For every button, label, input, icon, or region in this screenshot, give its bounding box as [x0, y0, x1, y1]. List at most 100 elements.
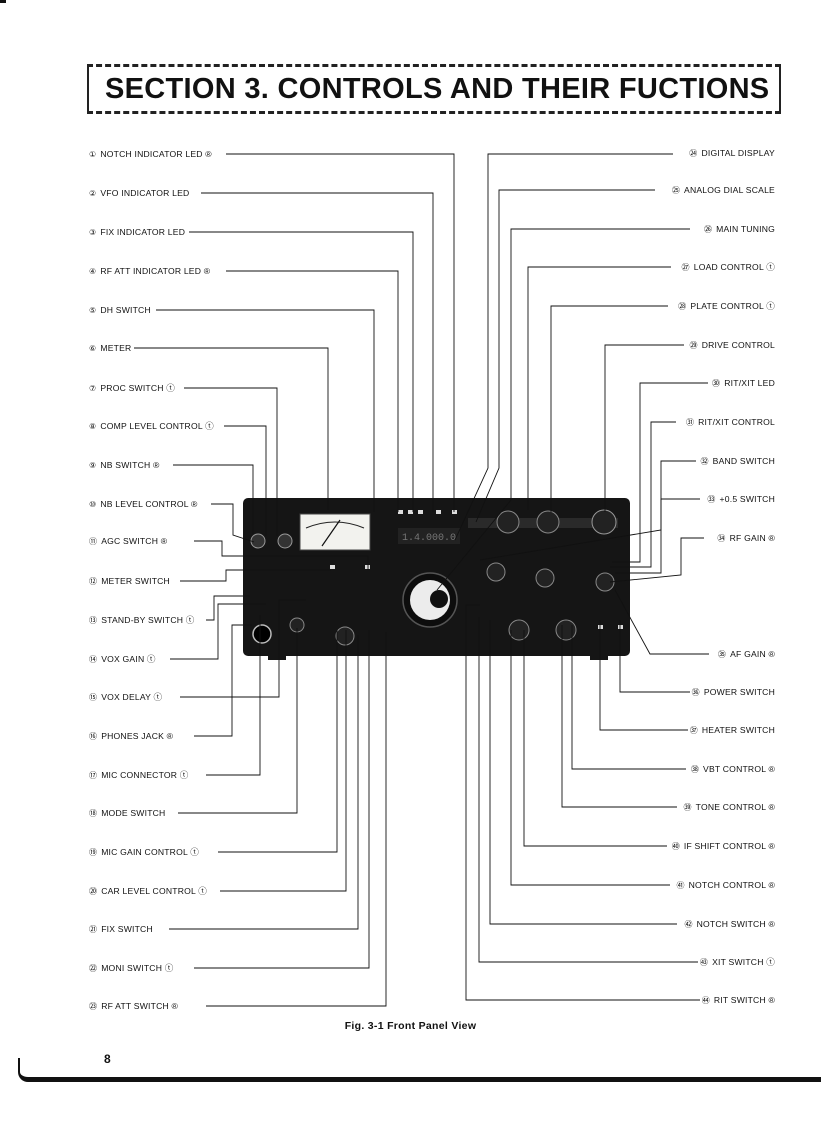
- drive-knob[interactable]: [591, 509, 617, 535]
- leader-line: [211, 503, 255, 543]
- leader-line: [465, 604, 700, 1001]
- mic-gain-knob[interactable]: [335, 626, 355, 646]
- meter-needle: [321, 519, 341, 547]
- leader-line: [510, 630, 670, 886]
- leader-line: [184, 387, 278, 536]
- page-number: 8: [104, 1052, 111, 1066]
- leader-line: [226, 270, 399, 512]
- leader-line: [612, 382, 708, 563]
- leader-line: [454, 153, 673, 541]
- leader-line: [489, 620, 677, 925]
- leader-line: [178, 628, 298, 814]
- left-foot: [268, 654, 286, 660]
- digital-display-digits: 1.4.000.0: [402, 533, 456, 544]
- leader-line: [194, 624, 252, 737]
- leader-line: [550, 305, 668, 512]
- leader-line: [479, 460, 696, 561]
- label-plus-0-5-switch: ㉝+0.5 SWITCH: [705, 494, 777, 505]
- digital-display: [398, 528, 460, 544]
- leader-line: [614, 589, 709, 655]
- switch[interactable]: [408, 510, 413, 514]
- meter: [299, 513, 371, 551]
- right-foot: [590, 654, 608, 660]
- leader-line: [561, 625, 677, 808]
- nb-level-knob[interactable]: [250, 533, 266, 549]
- leader-line: [218, 630, 338, 853]
- leader-lines-right: [436, 153, 709, 1001]
- if-shift-knob[interactable]: [508, 619, 530, 641]
- leader-line: [220, 630, 347, 892]
- switch[interactable]: [598, 625, 603, 629]
- phones-jack[interactable]: [252, 624, 272, 644]
- band-knob[interactable]: [535, 568, 555, 588]
- plate-knob[interactable]: [536, 510, 560, 534]
- switch[interactable]: [618, 625, 623, 629]
- leader-line: [478, 617, 700, 963]
- leader-line: [609, 537, 704, 583]
- switch[interactable]: [365, 565, 370, 569]
- leader-line: [224, 425, 267, 536]
- leader-line: [201, 192, 434, 512]
- leader-line: [599, 620, 688, 731]
- leader-line: [206, 632, 387, 1007]
- leader-line: [206, 615, 261, 776]
- leader-line: [156, 309, 375, 512]
- bottom-rule: [30, 1077, 821, 1082]
- comp-level-knob[interactable]: [277, 533, 293, 549]
- section-header: SECTION 3. CONTROLS AND THEIR FUCTIONS: [87, 64, 781, 114]
- rit-knob[interactable]: [486, 562, 506, 582]
- leader-line: [523, 630, 667, 847]
- vbt-knob[interactable]: [555, 619, 577, 641]
- switch[interactable]: [398, 510, 403, 514]
- load-knob[interactable]: [496, 510, 520, 534]
- switch[interactable]: [452, 510, 457, 514]
- switch[interactable]: [330, 565, 335, 569]
- leader-line: [610, 421, 676, 568]
- leader-line: [180, 569, 331, 582]
- leader-line: [169, 635, 359, 930]
- leader-line: [226, 153, 455, 512]
- leader-line: [173, 464, 254, 534]
- switch[interactable]: [436, 510, 441, 514]
- leader-line: [615, 498, 700, 574]
- leader-line: [206, 595, 250, 621]
- switch[interactable]: [418, 510, 423, 514]
- leader-line: [134, 347, 329, 510]
- leader-line: [527, 266, 671, 510]
